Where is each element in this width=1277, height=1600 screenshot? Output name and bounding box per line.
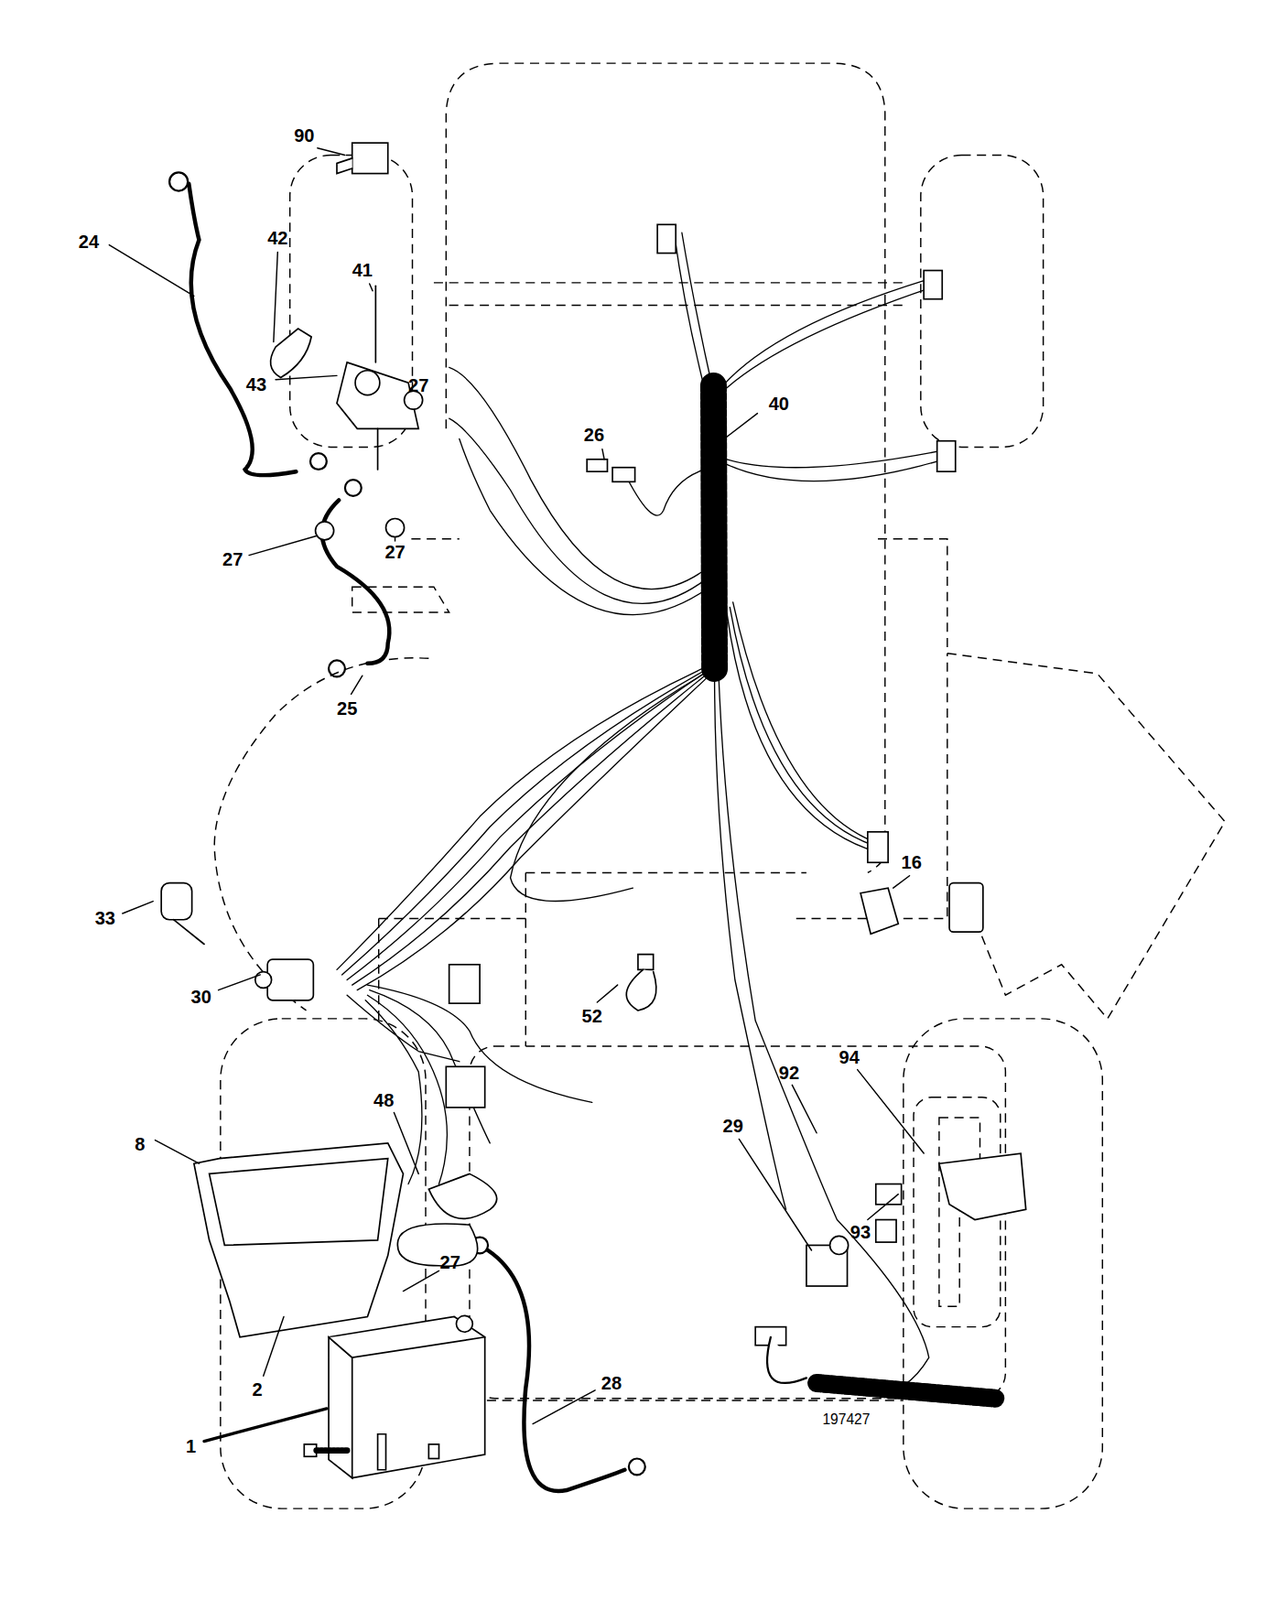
callout-number: 33 [92,908,118,929]
callout-number: 40 [766,393,791,414]
callout-number: 26 [582,424,607,445]
callout-number: 94 [836,1047,862,1068]
callout-number: 90 [292,125,317,146]
callout-number: 29 [720,1115,746,1137]
callout-number: 16 [898,852,924,873]
callout-number: 52 [579,1006,605,1027]
callout-number: 28 [599,1373,625,1394]
callout-number: 8 [132,1134,148,1155]
callout-number: 27 [437,1252,463,1273]
callout-number: 48 [371,1090,397,1111]
callout-number: 27 [382,541,408,563]
callout-number: 43 [243,374,269,395]
callout-number: 92 [777,1062,802,1083]
drawing-number: 197427 [820,1410,873,1428]
callout-number: 30 [188,986,214,1007]
callout-number: 41 [349,259,375,281]
callout-number: 93 [848,1222,874,1243]
callout-number: 27 [406,375,432,396]
callout-number: 1 [183,1436,199,1457]
callout-number: 42 [265,227,291,249]
callout-number: 25 [335,698,360,719]
callout-number: 27 [220,549,246,570]
callout-number: 24 [76,231,102,252]
callout-number: 2 [249,1380,265,1401]
